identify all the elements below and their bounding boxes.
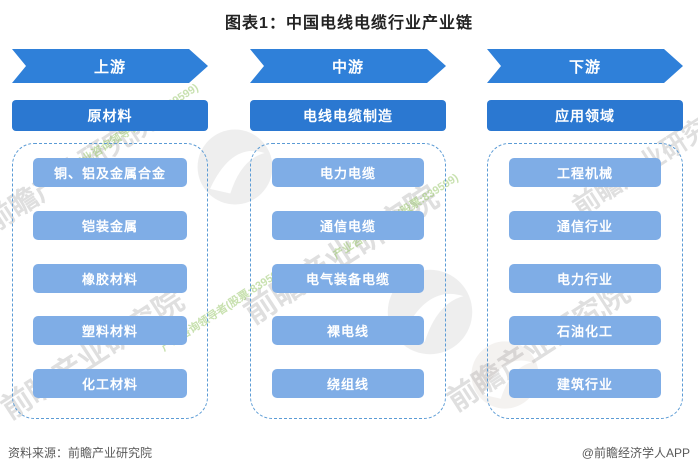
source-note: 资料来源：前瞻产业研究院: [8, 446, 153, 460]
item: 石油化工: [509, 316, 661, 346]
item: 橡胶材料: [33, 263, 187, 293]
figure-title: 图表1：中国电线电缆行业产业链: [225, 15, 473, 32]
item: 电力电缆: [272, 158, 424, 187]
item-group-downstream: 工程机械 通信行业 电力行业 石油化工 建筑行业: [487, 143, 683, 419]
item: 电气装备电缆: [272, 263, 424, 293]
item-group-upstream: 铜、铝及金属合金 铠装金属 橡胶材料 塑料材料 化工材料: [12, 143, 208, 419]
stage-label: 下游: [568, 58, 601, 76]
column-midstream: 中游 电线电缆制造 电力电缆 通信电缆 电气装备电缆 裸电线 绕组线: [250, 49, 446, 419]
column-upstream: 上游 原材料 铜、铝及金属合金 铠装金属 橡胶材料 塑料材料 化工材料: [12, 49, 208, 419]
item-label: 电力电缆: [319, 166, 376, 181]
item: 塑料材料: [33, 316, 187, 346]
item-label: 石油化工: [556, 324, 613, 340]
item: 铠装金属: [33, 210, 187, 240]
item-label: 电力行业: [556, 271, 613, 287]
item: 铜、铝及金属合金: [33, 158, 187, 187]
item-label: 铠装金属: [81, 218, 138, 234]
category-header-midstream: 电线电缆制造: [250, 100, 446, 131]
category-header-upstream: 原材料: [12, 100, 208, 131]
stage-label: 中游: [331, 58, 364, 76]
category-header-downstream: 应用领域: [487, 100, 683, 131]
item-label: 绕组线: [326, 377, 369, 392]
item-label: 电气装备电缆: [305, 271, 390, 287]
credit-note: @前瞻经济学人APP: [581, 446, 690, 460]
stage-label: 上游: [93, 58, 126, 76]
item-label: 铜、铝及金属合金: [53, 166, 166, 181]
item: 电力行业: [509, 263, 661, 293]
item: 通信行业: [509, 210, 661, 240]
item-label: 塑料材料: [81, 324, 138, 340]
stage-arrow-midstream: 中游: [250, 49, 446, 83]
item-label: 通信行业: [556, 218, 613, 234]
item-label: 裸电线: [326, 324, 369, 340]
item: 绕组线: [272, 369, 424, 398]
category-label: 电线电缆制造: [303, 107, 393, 124]
item-group-midstream: 电力电缆 通信电缆 电气装备电缆 裸电线 绕组线: [250, 143, 446, 419]
item-label: 化工材料: [81, 377, 138, 392]
column-downstream: 下游 应用领域 工程机械 通信行业 电力行业 石油化工 建筑行业: [487, 49, 683, 419]
item-label: 工程机械: [556, 166, 613, 181]
item-label: 通信电缆: [319, 218, 376, 234]
item-label: 橡胶材料: [81, 271, 138, 287]
item-label: 建筑行业: [556, 377, 613, 392]
item: 裸电线: [272, 316, 424, 346]
item: 通信电缆: [272, 210, 424, 240]
item: 建筑行业: [509, 369, 661, 398]
category-label: 原材料: [87, 107, 133, 124]
stage-arrow-upstream: 上游: [12, 49, 208, 83]
item: 工程机械: [509, 158, 661, 187]
stage-arrow-downstream: 下游: [487, 49, 683, 83]
category-label: 应用领域: [555, 107, 615, 124]
item: 化工材料: [33, 369, 187, 398]
